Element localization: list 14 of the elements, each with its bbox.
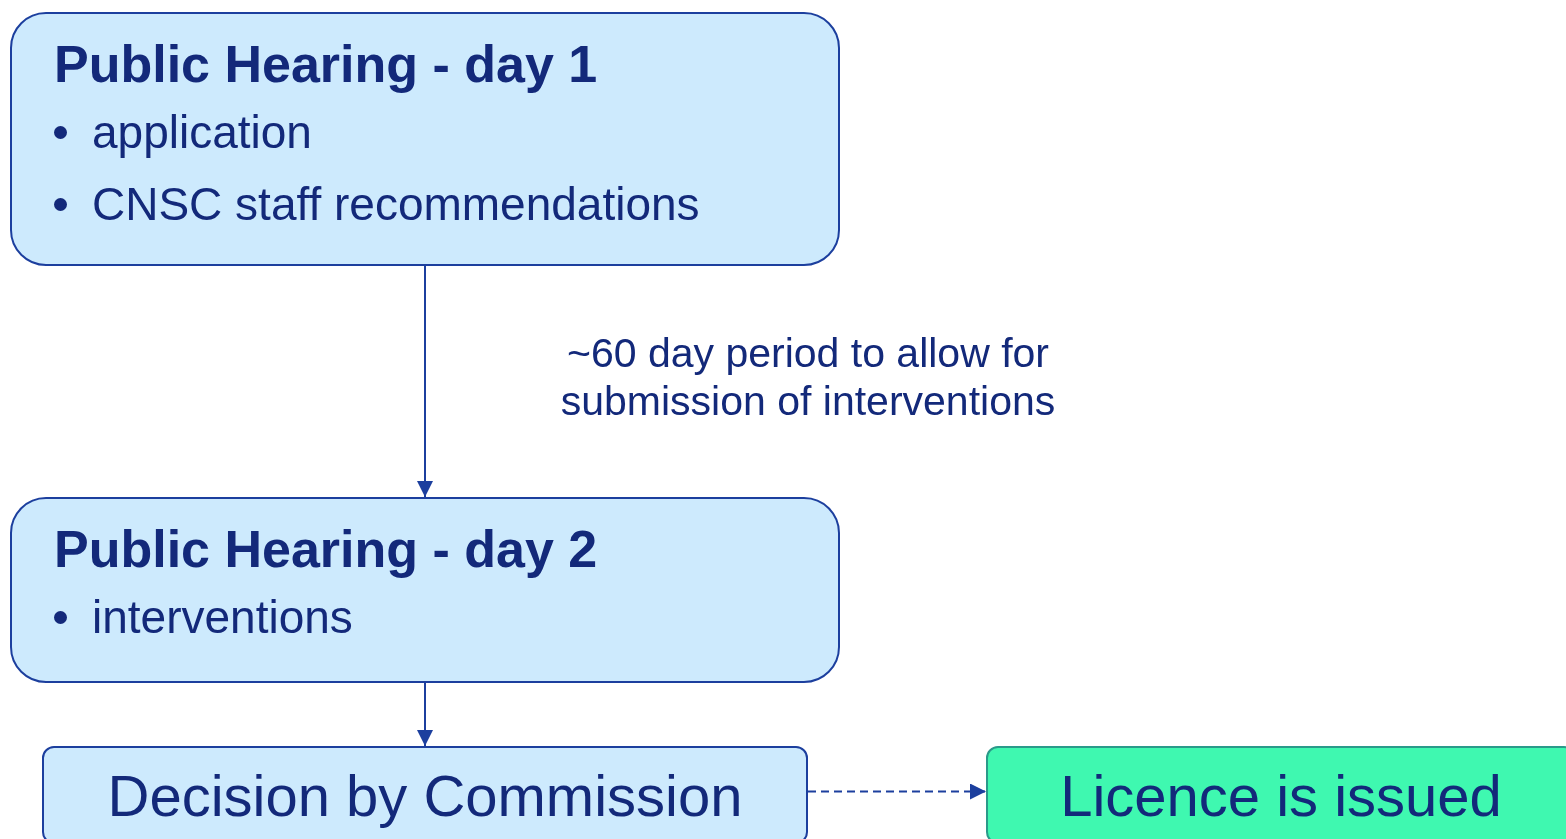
decision-box	[42, 746, 808, 839]
bullet-text: interventions	[92, 590, 353, 644]
box-text: Decision by Commission	[107, 761, 743, 829]
arrow	[417, 682, 433, 747]
arrow	[417, 265, 433, 498]
process-box	[10, 12, 840, 266]
box-text: Licence is issued	[1060, 761, 1502, 829]
result-box	[986, 746, 1566, 839]
box-heading: Public Hearing - day 2	[54, 519, 598, 580]
box-heading: Public Hearing - day 1	[54, 34, 598, 95]
bullet-text: CNSC staff recommendations	[92, 177, 700, 231]
bullet-text: application	[92, 105, 312, 159]
dashed-arrow	[807, 783, 987, 800]
process-box	[10, 497, 840, 683]
